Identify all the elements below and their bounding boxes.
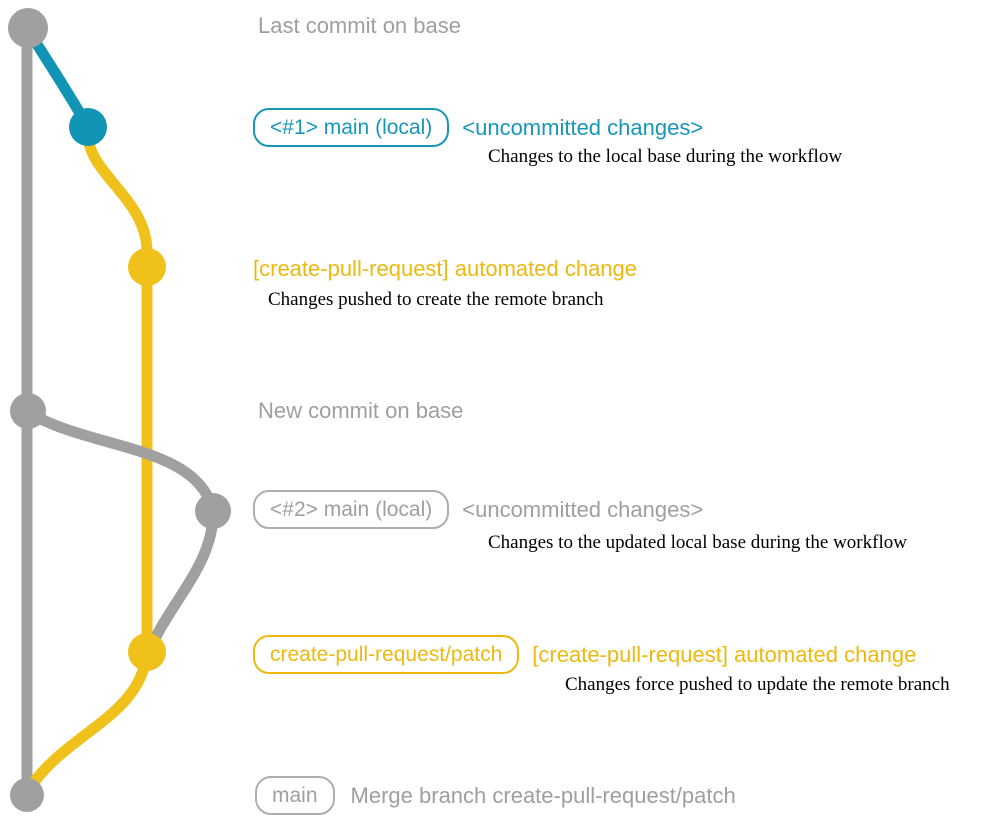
commit-dot-local-main-2 xyxy=(195,493,231,529)
commit-dot-automated-change-1 xyxy=(128,248,166,286)
branch-badge-main: main xyxy=(255,776,335,815)
local-main-2-note: Changes to the updated local base during… xyxy=(488,532,907,553)
commit-dot-automated-change-2 xyxy=(128,633,166,671)
updated-local-main-curve-out xyxy=(22,406,219,516)
patch-branch-note: Changes force pushed to update the remot… xyxy=(565,674,950,695)
branch-badge-patch: create-pull-request/patch xyxy=(253,635,520,674)
branch-badge-local-main-1: <#1> main (local) xyxy=(253,108,450,147)
branch-badge-local-main-2: <#2> main (local) xyxy=(253,490,450,529)
merge-commit-heading: Merge branch create-pull-request/patch xyxy=(350,782,736,808)
automated-change-2-heading: [create-pull-request] automated change xyxy=(532,641,917,667)
commit-dot-new-commit-on-base xyxy=(10,393,46,429)
new-commit-heading: New commit on base xyxy=(258,398,464,423)
commit-dot-merge-commit xyxy=(10,778,44,812)
uncommitted-changes-heading-1: <uncommitted changes> xyxy=(462,114,704,140)
automated-change-1-note: Changes pushed to create the remote bran… xyxy=(268,289,604,310)
uncommitted-changes-heading-2: <uncommitted changes> xyxy=(462,496,704,522)
git-graph xyxy=(8,8,231,812)
local-main-1-note: Changes to the local base during the wor… xyxy=(488,146,843,167)
commit-dot-local-main-1 xyxy=(69,108,107,146)
last-commit-heading: Last commit on base xyxy=(258,13,461,38)
automated-change-1-heading: [create-pull-request] automated change xyxy=(253,256,638,281)
patch-branch-path xyxy=(22,121,153,797)
commit-dot-last-commit-on-base xyxy=(8,8,48,48)
updated-local-main-curve-in xyxy=(144,504,219,655)
